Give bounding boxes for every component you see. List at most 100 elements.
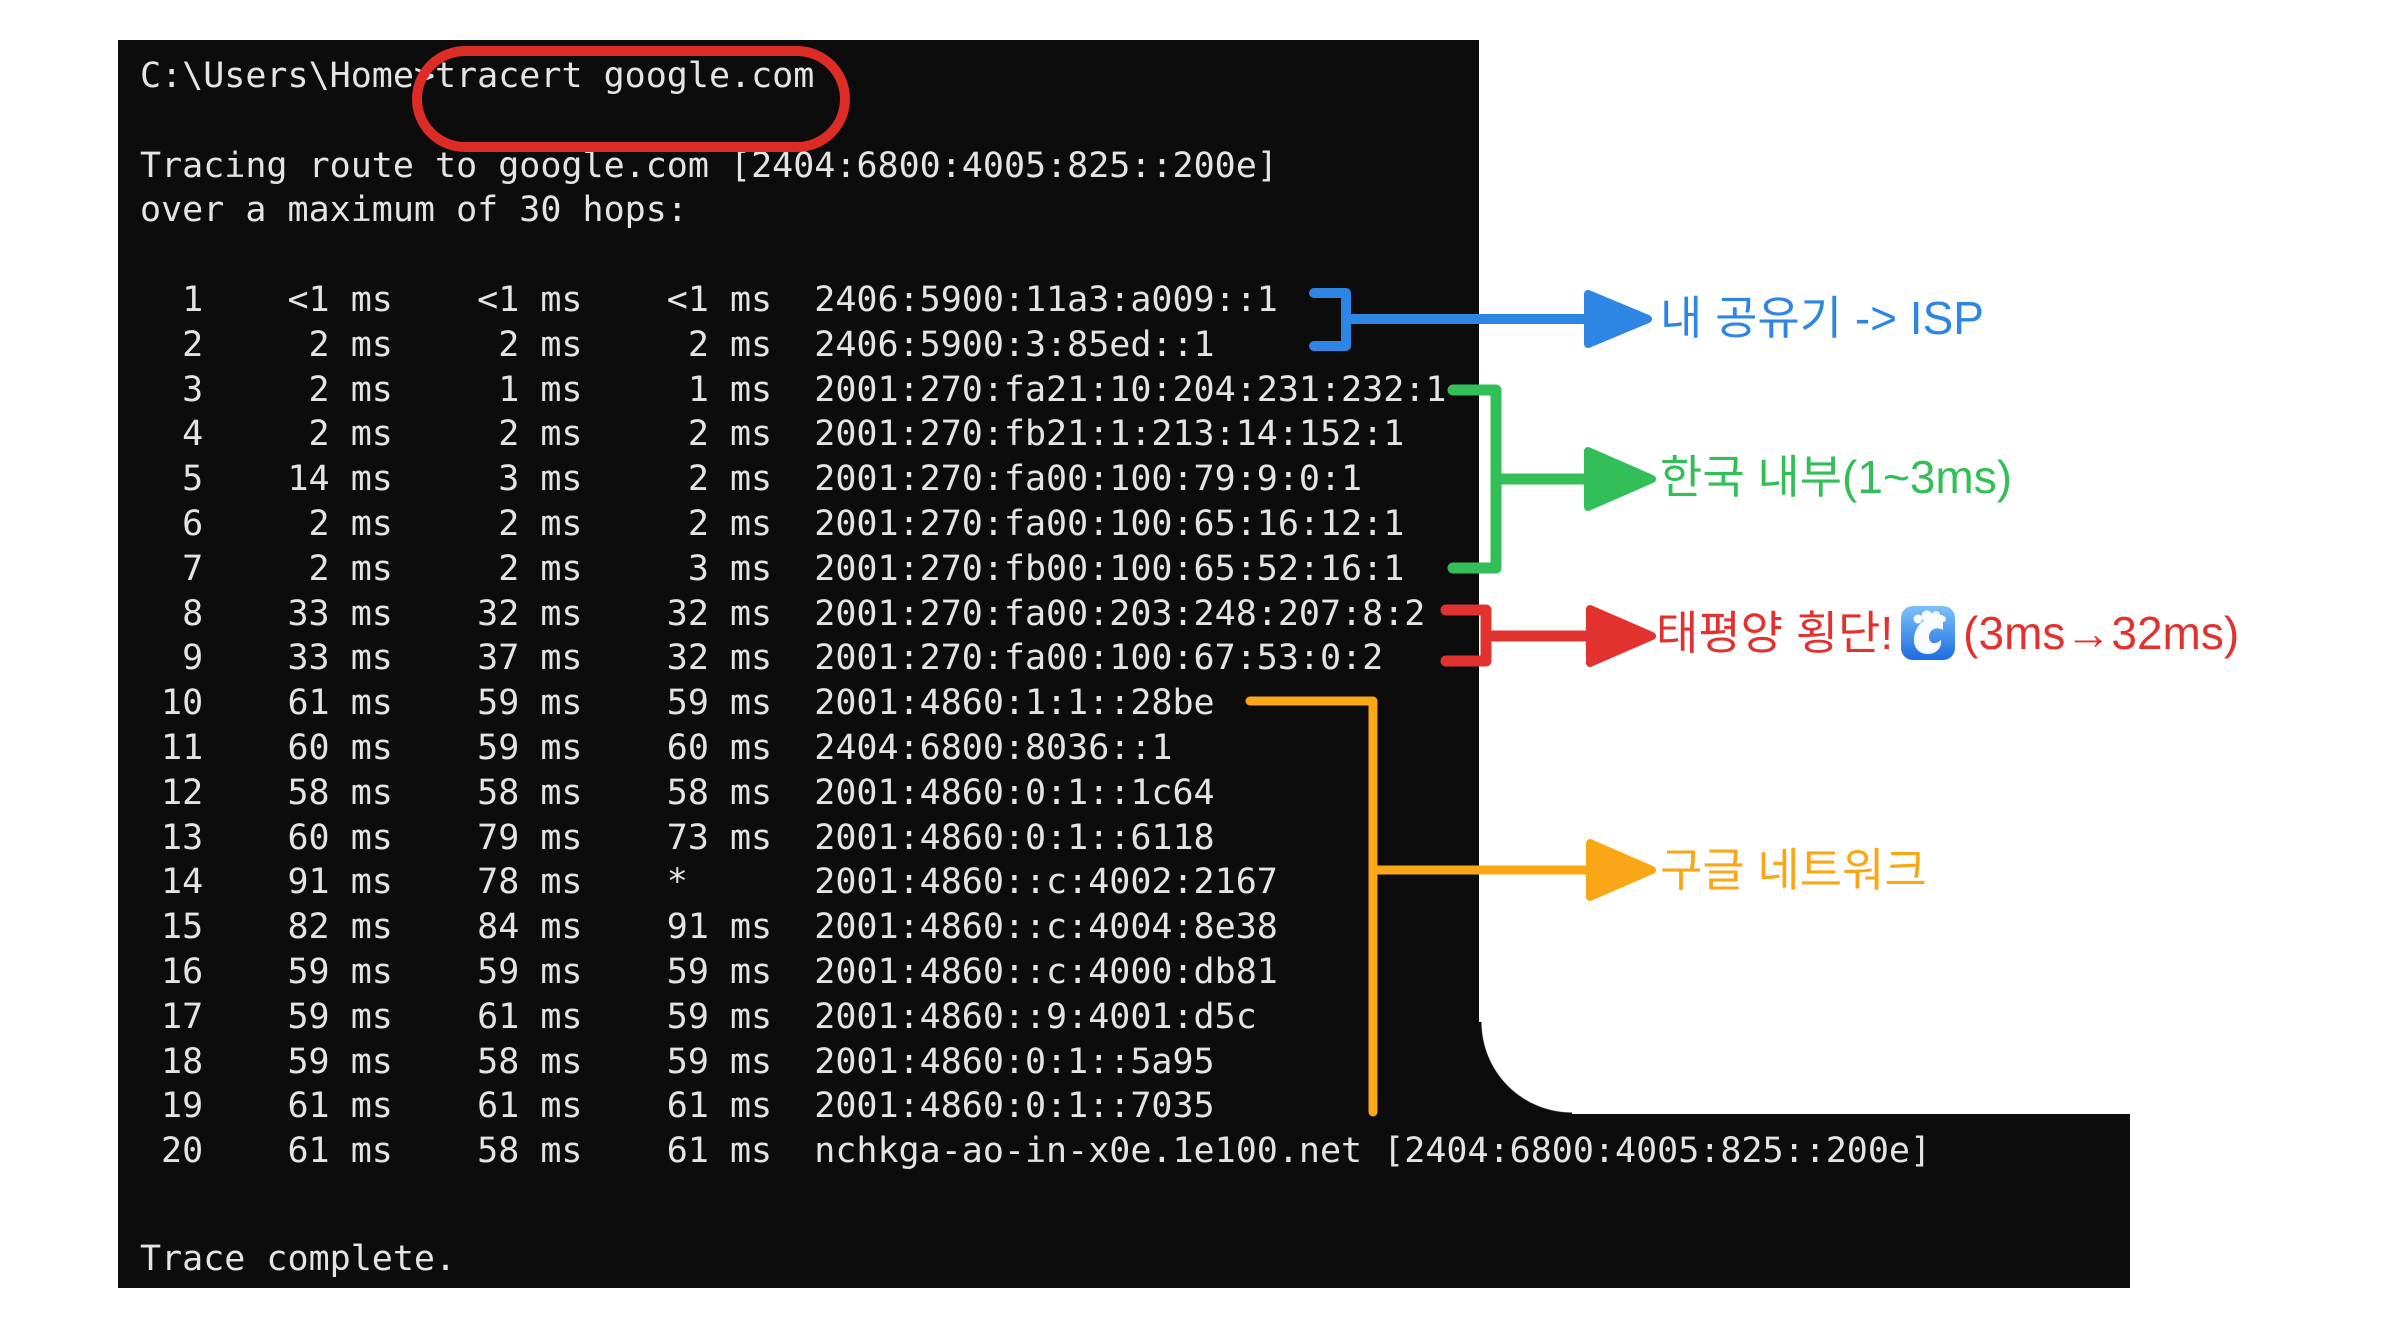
hop-time-3: 60 ms: [666, 727, 773, 768]
hop-address: 2001:270:fb00:100:65:52:16:1: [814, 548, 1405, 589]
hop-address: 2406:5900:11a3:a009::1: [814, 279, 1278, 320]
hop-address: 2001:4860:0:1::5a95: [814, 1041, 1215, 1082]
wave-emoji-icon: [1901, 606, 1956, 660]
hop-time-1: 33 ms: [287, 593, 393, 634]
command-line: C:\Users\Home>tracert google.com: [140, 46, 1931, 152]
hop-number: 1: [182, 279, 204, 320]
hop-time-1: 2 ms: [308, 548, 393, 589]
hop-time-3: 59 ms: [666, 683, 773, 724]
hop-number: 10: [161, 683, 204, 724]
hop-time-1: 2 ms: [308, 369, 393, 410]
hop-time-2: 61 ms: [477, 1086, 583, 1127]
blank-line: [140, 233, 1931, 278]
annotation-korea-internal: 한국 내부(1~3ms): [1660, 451, 2013, 503]
hop-time-1: 60 ms: [287, 817, 393, 858]
hop-time-2: 2 ms: [498, 324, 583, 365]
max-hops-line: over a maximum of 30 hops:: [140, 190, 688, 231]
hop-time-3: 2 ms: [687, 503, 773, 544]
hop-time-3: 2 ms: [687, 414, 773, 455]
blank-line: [140, 99, 1931, 144]
hop-time-1: 82 ms: [287, 907, 393, 948]
hop-time-2: 79 ms: [477, 817, 583, 858]
hop-time-1: 2 ms: [308, 324, 393, 365]
hop-number: 11: [161, 727, 204, 768]
tracing-route-line: Tracing route to google.com [2404:6800:4…: [140, 145, 1278, 186]
hop-address: 2001:270:fa00:100:65:16:12:1: [814, 503, 1405, 544]
hop-time-2: <1 ms: [477, 279, 583, 320]
hop-time-1: 33 ms: [287, 638, 393, 679]
hop-address: 2001:4860::c:4004:8e38: [814, 907, 1278, 948]
command-prompt: C:\Users\Home>: [140, 56, 436, 96]
hop-number: 9: [182, 638, 204, 679]
hop-address: 2001:4860:0:1::7035: [814, 1086, 1215, 1127]
hop-row: 10 61 ms 59 ms 59 ms 2001:4860:1:1::28be: [140, 681, 1931, 726]
hop-time-2: 61 ms: [477, 996, 583, 1037]
annotation-pacific-text: 태평양 횡단!: [1656, 607, 1894, 659]
hop-address: nchkga-ao-in-x0e.1e100.net [2404:6800:40…: [814, 1131, 1932, 1172]
hop-time-1: 14 ms: [287, 459, 393, 500]
hop-time-1: 59 ms: [287, 1041, 393, 1082]
hop-time-3: 61 ms: [666, 1131, 773, 1172]
hop-address: 2001:270:fa00:203:248:207:8:2: [814, 593, 1426, 634]
hop-time-3: 59 ms: [666, 951, 773, 992]
hop-address: 2001:4860::c:4002:2167: [814, 862, 1278, 903]
hop-row: 8 33 ms 32 ms 32 ms 2001:270:fa00:203:248:20…: [140, 592, 1931, 637]
hop-address: 2404:6800:8036::1: [814, 727, 1173, 768]
hop-time-1: <1 ms: [287, 279, 393, 320]
hop-time-3: 59 ms: [666, 996, 773, 1037]
hop-time-2: 37 ms: [477, 638, 583, 679]
hop-time-2: 59 ms: [477, 683, 583, 724]
hop-time-1: 58 ms: [287, 772, 393, 813]
hop-time-3: 73 ms: [666, 817, 773, 858]
hop-time-2: 84 ms: [477, 907, 583, 948]
hop-number: 16: [161, 951, 204, 992]
hop-time-1: 61 ms: [287, 1131, 393, 1172]
trace-complete-line: Trace complete.: [140, 1238, 457, 1279]
hop-address: 2406:5900:3:85ed::1: [814, 324, 1215, 365]
hop-time-3: 3 ms: [687, 548, 773, 589]
hop-time-3: 59 ms: [666, 1041, 773, 1082]
hop-time-2: 2 ms: [498, 503, 583, 544]
hop-time-1: 59 ms: [287, 996, 393, 1037]
hop-time-3: <1 ms: [666, 279, 773, 320]
hop-time-2: 32 ms: [477, 593, 583, 634]
hop-number: 15: [161, 907, 204, 948]
hop-time-1: 91 ms: [287, 862, 393, 903]
hop-number: 7: [182, 548, 204, 589]
hop-number: 8: [182, 593, 204, 634]
hop-time-2: 58 ms: [477, 1131, 583, 1172]
hop-time-1: 61 ms: [287, 683, 393, 724]
terminal-window-fillet: [1479, 1022, 1572, 1115]
hop-address: 2001:270:fa21:10:204:231:232:1: [814, 369, 1447, 410]
hop-row: 15 82 ms 84 ms 91 ms 2001:4860::c:4004:8e38: [140, 905, 1931, 950]
hop-number: 3: [182, 369, 204, 410]
annotation-pacific-crossing: 태평양 횡단! (3ms→32ms): [1656, 606, 2239, 660]
hop-time-3: 91 ms: [666, 907, 773, 948]
hop-address: 2001:4860::c:4000:db81: [814, 951, 1278, 992]
hop-number: 18: [161, 1041, 204, 1082]
hop-address: 2001:4860:1:1::28be: [814, 683, 1215, 724]
hop-time-2: 78 ms: [477, 862, 583, 903]
hop-time-3: 32 ms: [666, 593, 773, 634]
hop-time-1: 59 ms: [287, 951, 393, 992]
hop-time-3: 2 ms: [687, 459, 773, 500]
terminal-output: C:\Users\Home>tracert google.com Tracing…: [140, 46, 1931, 1282]
hop-number: 20: [161, 1131, 204, 1172]
hop-number: 6: [182, 503, 204, 544]
hop-time-2: 58 ms: [477, 1041, 583, 1082]
